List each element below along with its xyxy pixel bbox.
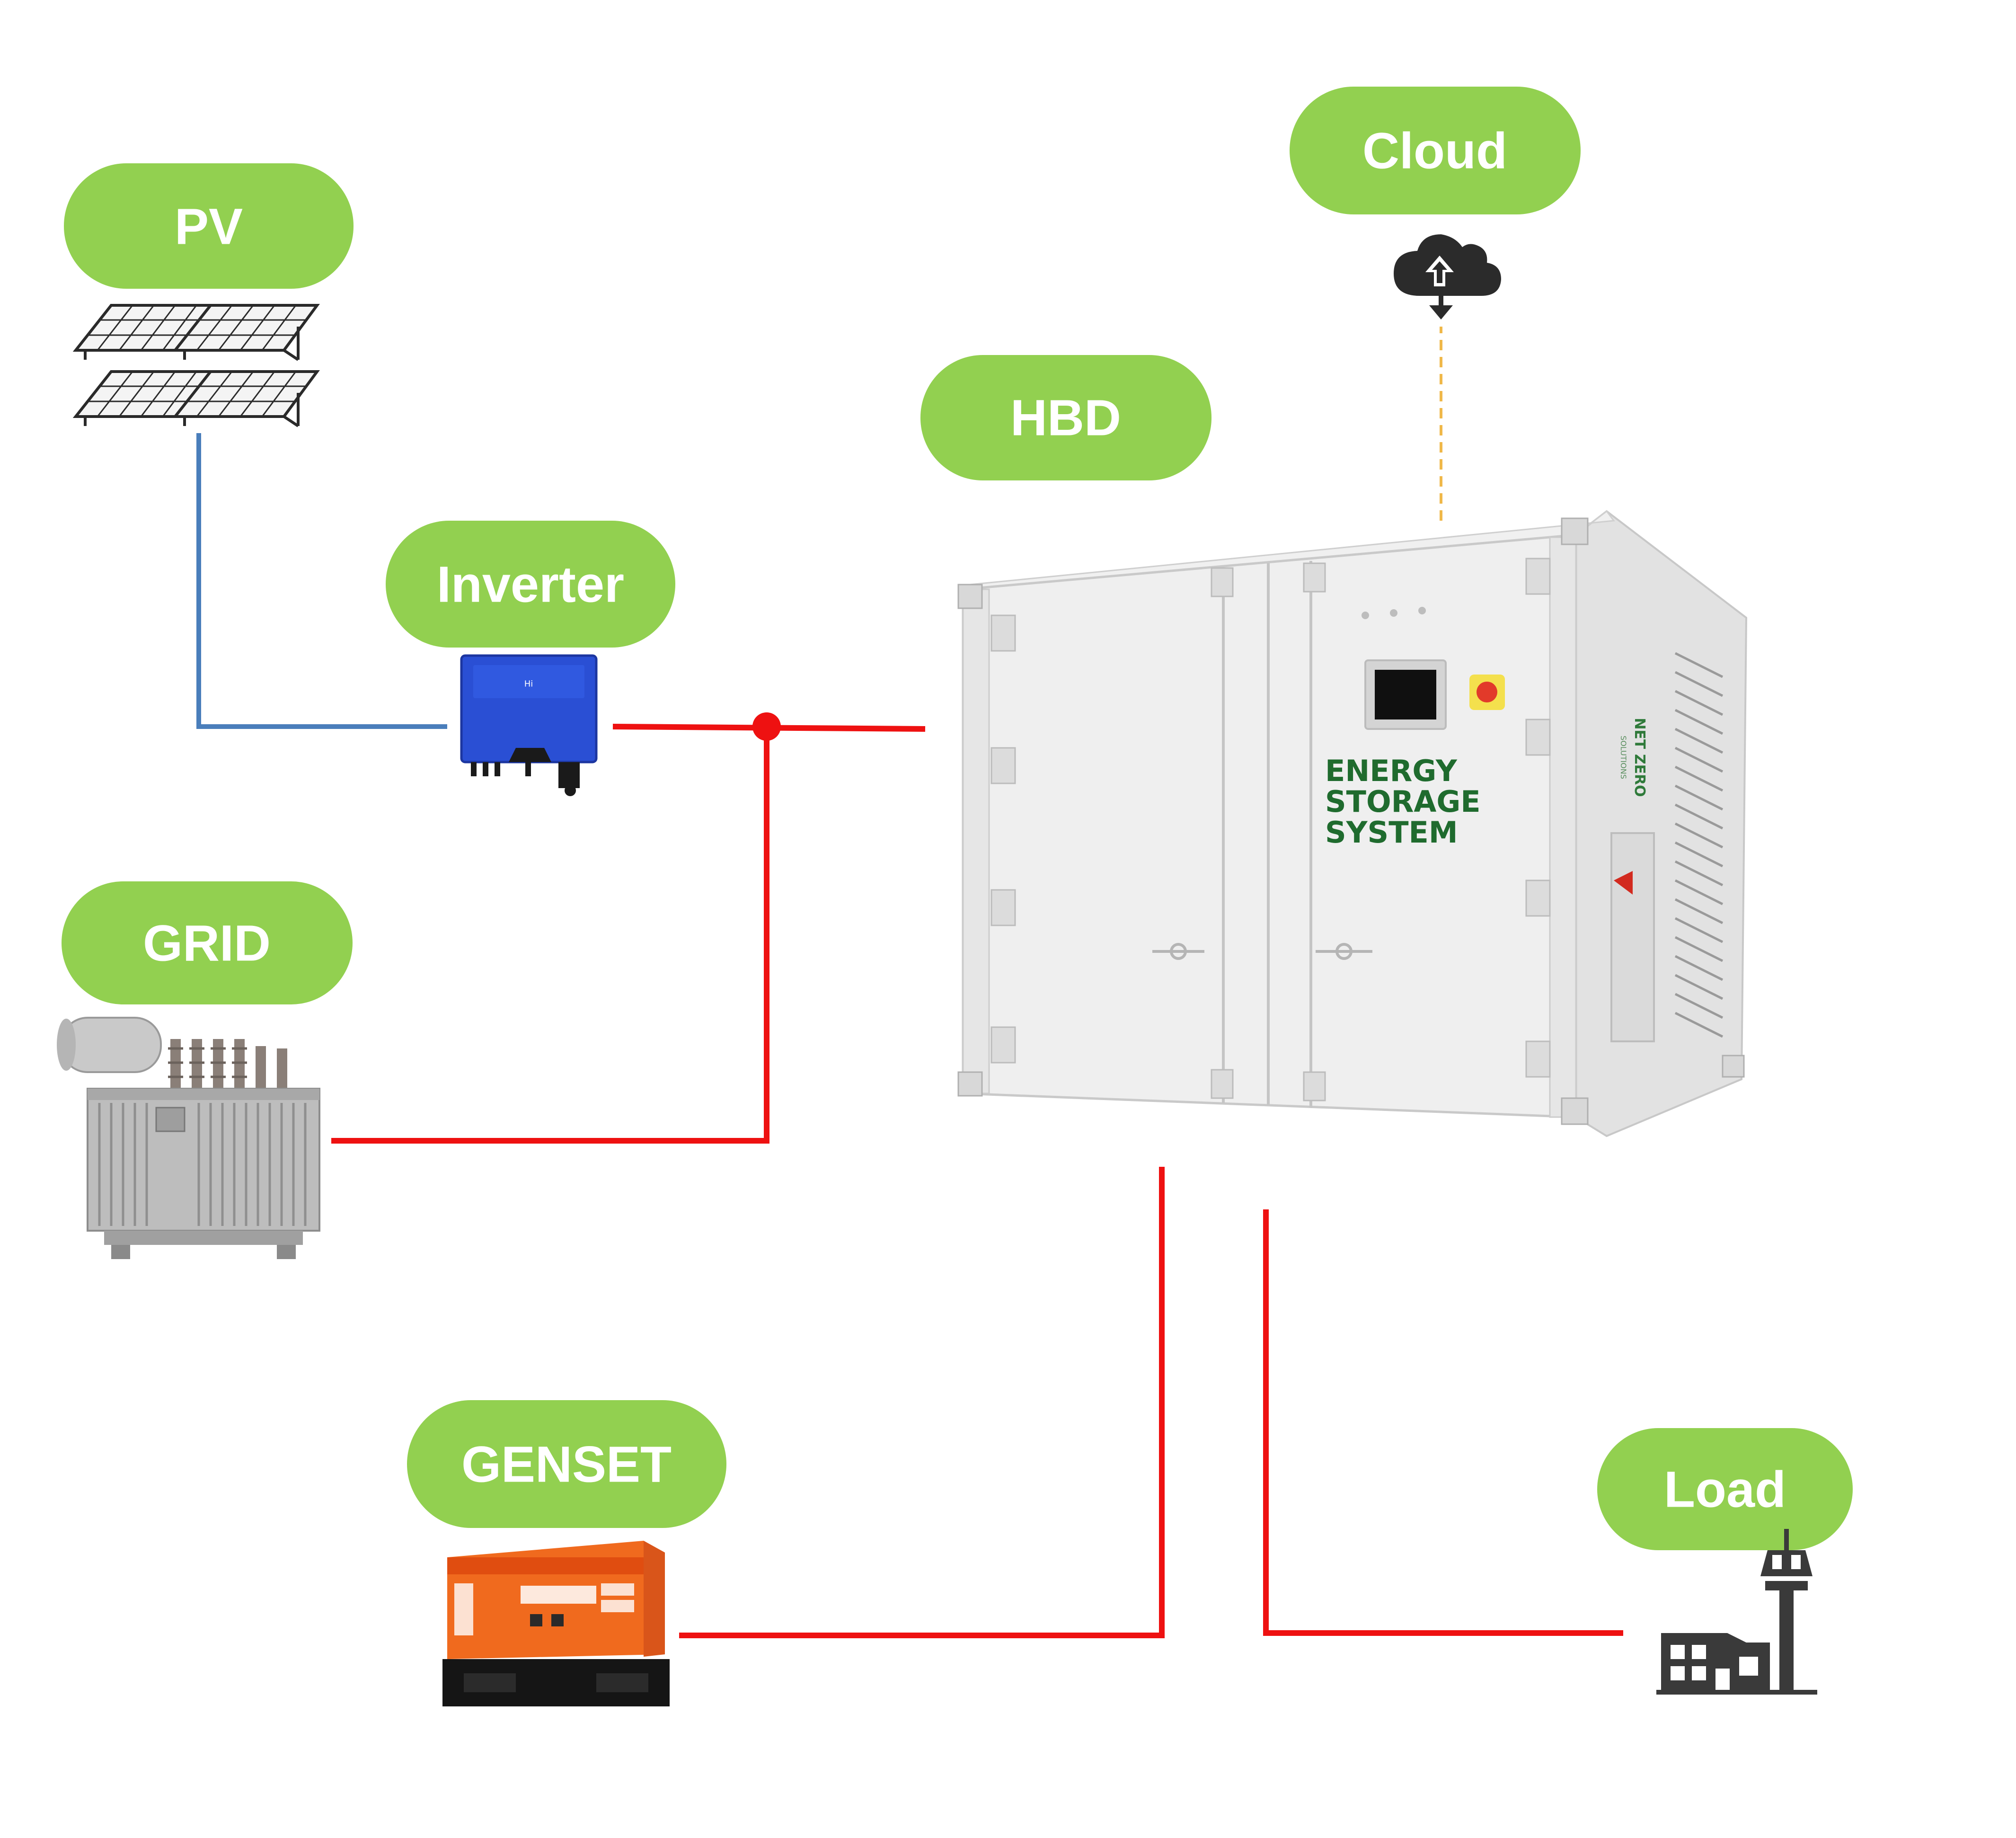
generator-icon [442, 1541, 670, 1706]
ess-text-line-2: STORAGE [1325, 784, 1481, 819]
transformer-icon [57, 1017, 320, 1259]
pv-to-inverter-line [196, 433, 447, 729]
cloud-label-pill: Cloud [1290, 87, 1581, 214]
inverter-label-pill: Inverter [386, 521, 675, 648]
pv-label: PV [175, 198, 243, 255]
ess-text-line-1: ENERGY [1325, 754, 1458, 788]
grid-to-junction-line [331, 727, 769, 1144]
brand-name: NET ZERO [1631, 718, 1648, 797]
hbd-label: HBD [1010, 389, 1121, 446]
hbd-label-pill: HBD [920, 355, 1211, 480]
ess-text-line-3: SYSTEM [1325, 815, 1458, 850]
genset-label-pill: GENSET [407, 1400, 726, 1528]
connection-lines [196, 327, 1623, 1638]
grid-label-pill: GRID [62, 881, 353, 1004]
cloud-label: Cloud [1362, 122, 1507, 179]
solar-panel-icon [72, 304, 320, 427]
genset-label: GENSET [461, 1436, 672, 1493]
load-label-pill: Load [1597, 1428, 1853, 1550]
pv-label-pill: PV [64, 163, 354, 289]
junction-node [752, 712, 781, 741]
building-icon [1656, 1529, 1817, 1695]
hbd-to-load-line [1263, 1209, 1623, 1636]
inverter-label: Inverter [437, 556, 624, 613]
grid-label: GRID [143, 915, 271, 972]
genset-to-hbd-line [679, 1167, 1165, 1638]
inverter-brand: Hi [524, 679, 533, 689]
inverter-icon: Hi [460, 654, 598, 796]
cloud-icon [1394, 234, 1501, 320]
energy-storage-container-icon: ENERGY STORAGE SYSTEM NET ZERO SOLUTIONS [957, 510, 1748, 1137]
brand-subtitle: SOLUTIONS [1619, 736, 1628, 779]
load-label: Load [1664, 1461, 1786, 1518]
